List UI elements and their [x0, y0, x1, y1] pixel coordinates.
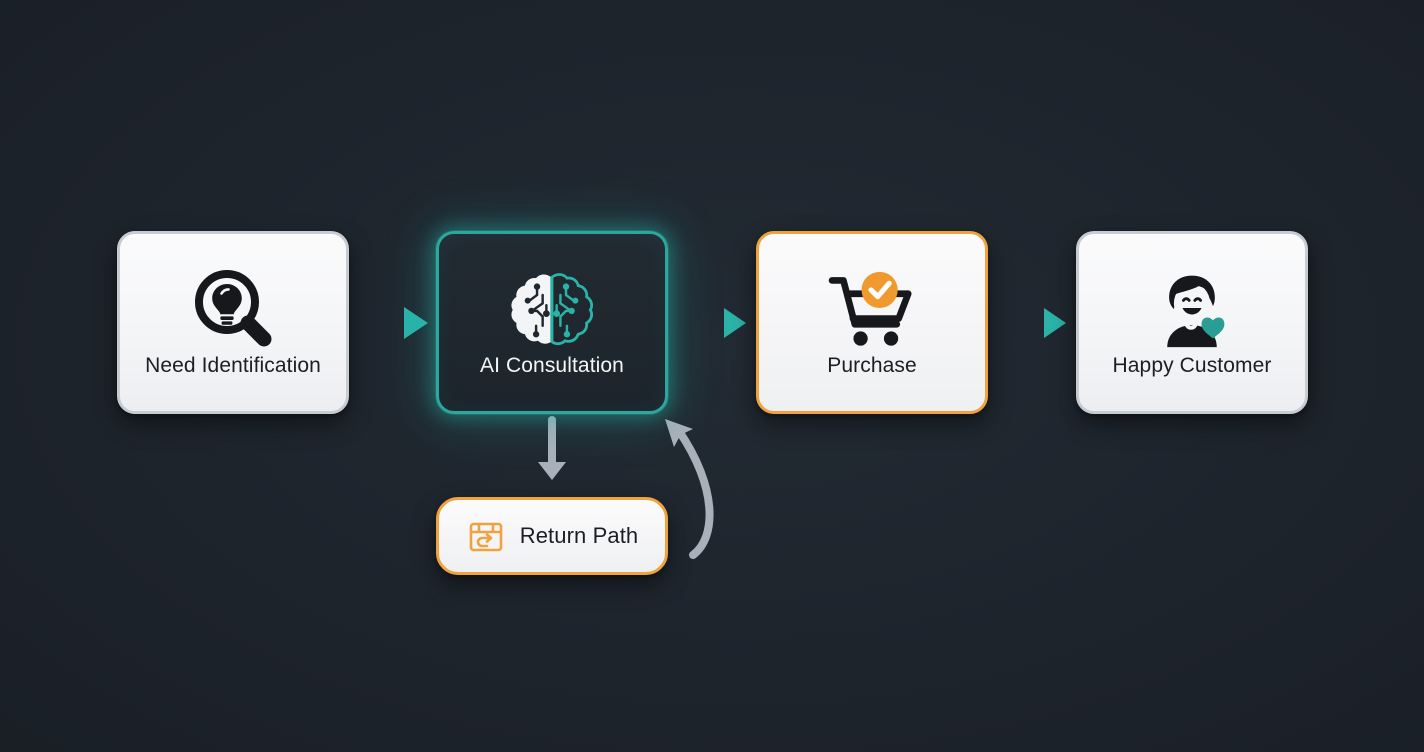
ai-brain-icon: [509, 269, 595, 349]
node-label: Return Path: [519, 523, 639, 548]
node-happy-customer[interactable]: Happy Customer: [1076, 231, 1308, 414]
connector-purchase-to-happy-customer: [992, 300, 1076, 346]
connector-ai-to-purchase: [672, 300, 756, 346]
return-box-icon: [466, 516, 506, 556]
node-ai-consultation[interactable]: AI Consultation: [436, 231, 668, 414]
node-label: Purchase: [827, 354, 917, 377]
connector-ai-to-return-path: [530, 416, 574, 498]
node-need-identification[interactable]: Need Identification: [117, 231, 349, 414]
node-purchase[interactable]: Purchase: [756, 231, 988, 414]
shopping-cart-check-icon: [824, 269, 920, 349]
magnifier-lightbulb-icon: [190, 269, 276, 349]
node-return-path[interactable]: Return Path: [436, 497, 668, 575]
node-label: AI Consultation: [480, 354, 624, 377]
connector-return-path-to-ai: [655, 415, 745, 563]
node-label: Happy Customer: [1112, 354, 1272, 377]
happy-customer-heart-icon: [1146, 269, 1238, 349]
connector-need-to-ai: [352, 300, 436, 346]
node-label: Need Identification: [145, 354, 321, 377]
